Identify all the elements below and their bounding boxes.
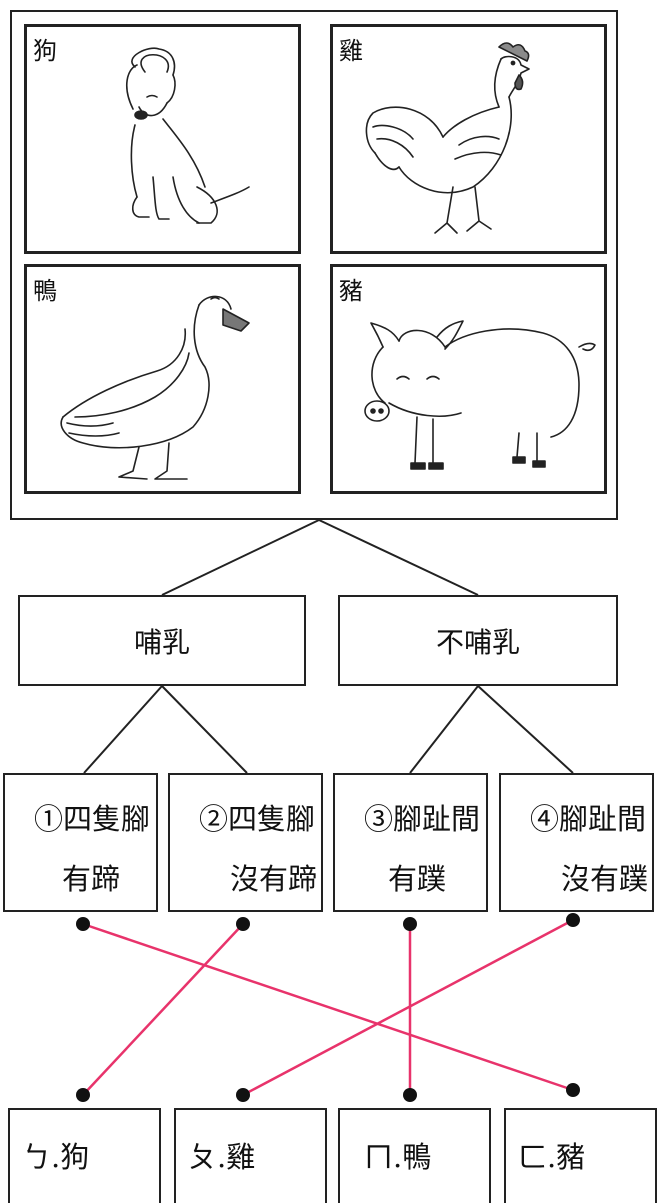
duck-panel: 鴨 — [24, 264, 301, 494]
duck-label: 鴨 — [33, 277, 57, 305]
answer-dot-4 — [566, 1083, 580, 1097]
dog-illustration — [125, 47, 250, 224]
chicken-label: 雞 — [339, 37, 363, 65]
match-line-1-to-4 — [82, 922, 574, 1092]
answer-box-3: ㄇ.鴨 — [338, 1108, 491, 1203]
duck-illustration — [60, 295, 250, 480]
criterion-dot-2 — [236, 917, 250, 931]
category-mammal-label: 哺乳 — [133, 625, 190, 659]
criterion-3-line2: 有蹼 — [387, 862, 446, 896]
criterion-box-3: ③腳趾間 有蹼 — [333, 773, 488, 912]
branch-line-non-mammal — [318, 519, 479, 596]
dog-panel: 狗 — [24, 24, 301, 254]
match-line-4-to-2 — [242, 918, 574, 1097]
criterion-4-line1: ④腳趾間 — [529, 802, 646, 836]
criterion-dot-4 — [566, 913, 580, 927]
criterion-box-4: ④腳趾間 沒有蹼 — [499, 773, 654, 912]
criterion-2-line1: ②四隻腳 — [198, 802, 315, 836]
category-non-mammal-label: 不哺乳 — [435, 625, 520, 659]
pig-label: 豬 — [339, 277, 363, 305]
match-line-2-to-1 — [82, 923, 244, 1096]
criterion-box-2: ②四隻腳 沒有蹄 — [168, 773, 323, 912]
answer-dot-3 — [403, 1088, 417, 1102]
branch-line-criterion-1 — [83, 685, 163, 774]
criterion-dot-1 — [76, 917, 90, 931]
answer-box-1: ㄅ.狗 — [8, 1108, 161, 1203]
answer-dot-1 — [76, 1088, 90, 1102]
answer-dot-2 — [236, 1088, 250, 1102]
criterion-3-line1: ③腳趾間 — [363, 802, 480, 836]
answer-2-label: ㄆ.雞 — [188, 1140, 256, 1174]
criterion-1-line2: 有蹄 — [61, 862, 120, 896]
answer-1-label: ㄅ.狗 — [22, 1140, 90, 1174]
category-non-mammal-box: 不哺乳 — [338, 595, 618, 686]
answer-box-4: ㄈ.豬 — [504, 1108, 657, 1203]
branch-line-criterion-2 — [161, 685, 248, 774]
answer-4-label: ㄈ.豬 — [518, 1140, 586, 1174]
category-mammal-box: 哺乳 — [18, 595, 306, 686]
criterion-1-line1: ①四隻腳 — [33, 802, 150, 836]
criterion-4-line2: 沒有蹼 — [560, 862, 648, 896]
pig-illustration — [364, 320, 596, 470]
match-dots — [76, 913, 580, 1102]
answer-box-2: ㄆ.雞 — [174, 1108, 327, 1203]
chicken-panel: 雞 — [330, 24, 607, 254]
chicken-illustration — [365, 42, 530, 234]
criterion-2-line2: 沒有蹄 — [229, 862, 317, 896]
criterion-box-1: ①四隻腳 有蹄 — [3, 773, 158, 912]
criterion-dot-3 — [403, 917, 417, 931]
branch-line-mammal — [161, 519, 320, 596]
branch-line-criterion-4 — [477, 685, 574, 774]
branch-line-criterion-3 — [409, 685, 479, 774]
match-lines — [82, 918, 574, 1097]
pig-panel: 豬 — [330, 264, 607, 494]
answer-3-label: ㄇ.鴨 — [364, 1140, 432, 1174]
dog-label: 狗 — [33, 37, 57, 65]
